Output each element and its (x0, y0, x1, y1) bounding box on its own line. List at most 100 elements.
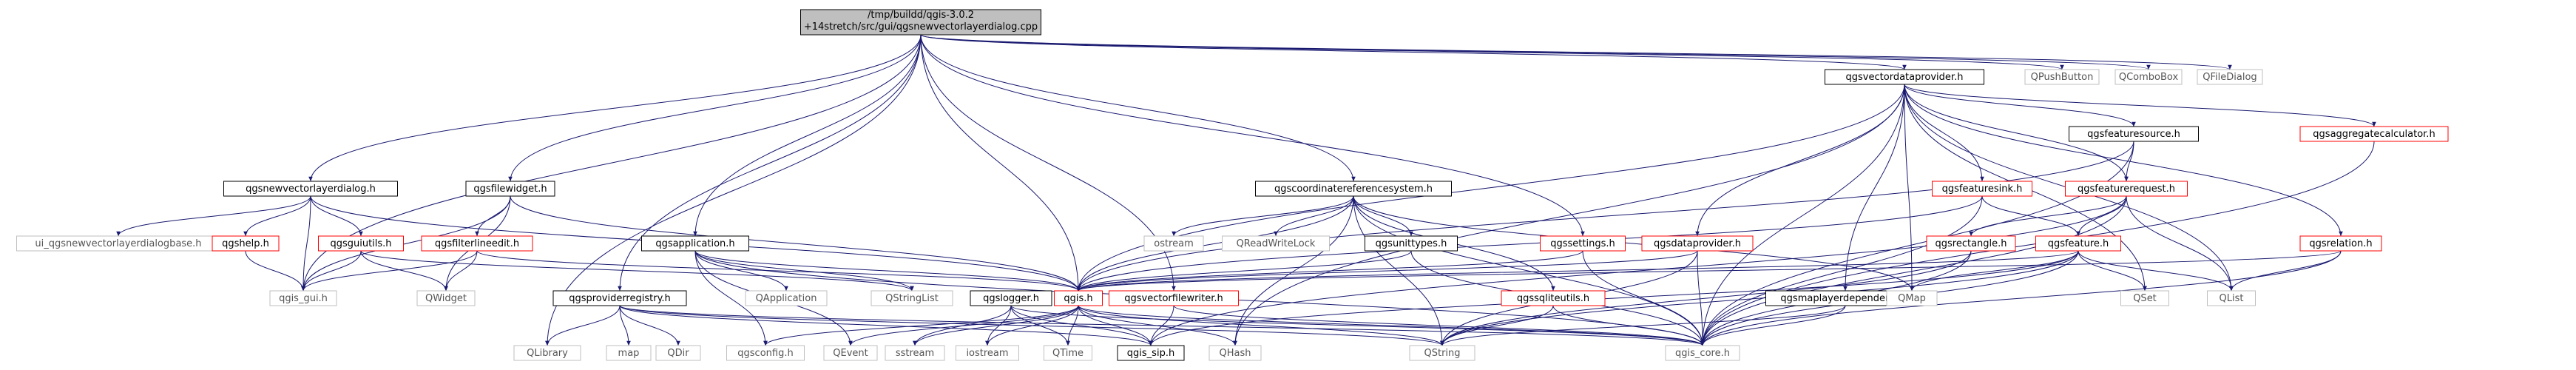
node-qlist-box (2207, 290, 2256, 306)
edge-qgscoordinatereferencesystem-to-qgis_core (1353, 195, 1705, 346)
node-map: map (606, 345, 652, 361)
node-qreadwritelock: QReadWriteLock (1222, 235, 1330, 252)
node-qgsrelation-label: qgsrelation.h (2309, 238, 2372, 249)
node-qmap-label: QMap (1898, 293, 1926, 304)
node-qdir-label: QDir (667, 348, 689, 359)
node-qgsproviderregistry[interactable]: qgsproviderregistry.h (552, 290, 687, 306)
edge-qgsvectordataprovider-to-qgsmaplayerdependency (1843, 84, 1905, 292)
edge-qgsvectordataprovider-to-qmap (1904, 84, 1914, 292)
node-qset: QSet (2120, 290, 2169, 306)
edge-qgsmaplayerdependency-to-qgis_core (1700, 305, 1846, 346)
node-qgsrectangle[interactable]: qgsrectangle.h (1926, 235, 2016, 252)
edge-qgsnewvectorlayerdialog-to-ui_qgsnewvectorlayerdialogbase (116, 195, 311, 237)
edge-qgsfeaturerequest-to-qgis_sip (1149, 195, 2127, 346)
node-qfiledialog-label: QFileDialog (2203, 72, 2256, 83)
node-qgsfeaturesource[interactable]: qgsfeaturesource.h (2069, 126, 2199, 142)
node-qgsfeaturesink[interactable]: qgsfeaturesink.h (1932, 181, 2032, 197)
node-qgsapplication-box (641, 235, 749, 252)
edge-qgis-to-qtime (1066, 305, 1079, 346)
node-qpushbutton-label: QPushButton (2031, 72, 2094, 83)
node-qgsunittypes-box (1365, 235, 1458, 252)
node-qgsunittypes-label: qgsunittypes.h (1376, 238, 1447, 249)
edge-qgslogger-to-qgis_core (1010, 305, 1705, 346)
node-qstringlist-label: QStringList (885, 293, 939, 304)
node-qgssettings-label: qgssettings.h (1550, 238, 1615, 249)
node-qset-label: QSet (2133, 293, 2157, 304)
node-sstream-label: sstream (896, 348, 934, 359)
node-qgsunittypes[interactable]: qgsunittypes.h (1365, 235, 1458, 252)
edge-qgslogger-to-sstream (913, 305, 1012, 346)
node-qgis_sip[interactable]: qgis_sip.h (1117, 345, 1185, 361)
node-qgsfeaturerequest-label: qgsfeaturerequest.h (2078, 184, 2175, 195)
node-qgsaggregatecalculator[interactable]: qgsaggregatecalculator.h (2299, 126, 2449, 142)
edge-qgsfeature-to-qstring (1440, 250, 2079, 346)
node-ostream: ostream (1143, 235, 1204, 252)
edge-qgsapplication-to-qstringlist (694, 250, 914, 292)
node-qgsguiutils[interactable]: qgsguiutils.h (318, 235, 404, 252)
edge-qgsproviderregistry-to-qgis_core (619, 305, 1705, 346)
edge-qgsmaplayerdependency-to-qstring (1440, 305, 1846, 346)
node-qgsvectordataprovider-box (1825, 69, 1984, 85)
edge-qgscoordinatereferencesystem-to-qmap (1353, 195, 1914, 292)
node-qgsfilterlineedit-label: qgsfilterlineedit.h (435, 238, 519, 249)
edge-qgis-to-qstring (1078, 305, 1444, 346)
node-qgsdataprovider[interactable]: qgsdataprovider.h (1641, 235, 1754, 252)
node-qgsproviderregistry-box (552, 290, 687, 306)
node-qgsfeaturerequest[interactable]: qgsfeaturerequest.h (2065, 181, 2188, 197)
node-qgsmaplayerdependency[interactable]: qgsmaplayerdependency.h (1765, 290, 1925, 306)
node-qgsfeaturesink-label: qgsfeaturesink.h (1942, 184, 2023, 195)
node-qgsfeaturesink-box (1932, 181, 2032, 197)
edge-qgis-to-qgsconfig (763, 305, 1079, 346)
node-qgsfilterlineedit[interactable]: qgsfilterlineedit.h (421, 235, 533, 252)
edge-qgsrelation-to-qgis_core (1700, 250, 2342, 346)
node-qgsvectorfilewriter-box (1109, 290, 1239, 306)
node-qgsrelation[interactable]: qgsrelation.h (2299, 235, 2382, 252)
edge-qgsfeaturesink-to-qgsfeature (1981, 195, 2080, 237)
edge-qgsfilewidget-to-qgis (510, 195, 1081, 292)
node-qgsvectordataprovider[interactable]: qgsvectordataprovider.h (1825, 69, 1984, 85)
node-qfiledialog-box (2197, 69, 2263, 85)
node-qgis_core: qgis_core.h (1665, 345, 1740, 361)
node-qgsvectorfilewriter[interactable]: qgsvectorfilewriter.h (1109, 290, 1239, 306)
node-qgslogger[interactable]: qgslogger.h (970, 290, 1052, 306)
node-qgsfilewidget-box (465, 181, 555, 197)
node-qgsnewvectorlayerdialog-label: qgsnewvectorlayerdialog.h (246, 184, 376, 195)
node-qgscoordinatereferencesystem-box (1255, 181, 1452, 197)
node-qgscoordinatereferencesystem[interactable]: qgscoordinatereferencesystem.h (1255, 181, 1452, 197)
edge-qgssettings-to-qgis_core (1582, 250, 1705, 346)
node-qpushbutton-box (2024, 69, 2100, 85)
edge-qgsrelation-to-qgis (1076, 250, 2342, 292)
node-qgssettings[interactable]: qgssettings.h (1540, 235, 1626, 252)
node-qgsfilewidget[interactable]: qgsfilewidget.h (465, 181, 555, 197)
edge-qgscoordinatereferencesystem-to-ostream (1172, 195, 1354, 237)
edge-root-to-qgis (920, 34, 1081, 292)
node-qgis_gui: qgis_gui.h (269, 290, 337, 306)
node-qreadwritelock-box (1222, 235, 1330, 252)
node-qdir: QDir (655, 345, 701, 361)
node-qgsnewvectorlayerdialog[interactable]: qgsnewvectorlayerdialog.h (223, 181, 398, 197)
node-qgshelp[interactable]: qgshelp.h (212, 235, 280, 252)
edge-qgsvectorfilewriter-to-qgis_core (1173, 305, 1705, 346)
node-qgsfeature[interactable]: qgsfeature.h (2035, 235, 2121, 252)
edge-qgsguiutils-to-qgis_gui (301, 250, 362, 292)
node-sstream: sstream (885, 345, 945, 361)
node-qgssqliteutils[interactable]: qgssqliteutils.h (1501, 290, 1606, 306)
node-qgsconfig: qgsconfig.h (726, 345, 805, 361)
edge-qgsfeature-to-qmap (1910, 250, 2079, 292)
edge-qgsfeaturesink-to-qgis (1076, 195, 1983, 292)
node-qgscoordinatereferencesystem-label: qgscoordinatereferencesystem.h (1274, 184, 1433, 195)
node-qlist: QList (2207, 290, 2256, 306)
edge-qgsvectordataprovider-to-qgsrelation (1904, 84, 2343, 237)
node-qtime: QTime (1044, 345, 1092, 361)
node-qgsapplication[interactable]: qgsapplication.h (641, 235, 749, 252)
node-root[interactable]: /tmp/buildd/qgis-3.0.2+14stretch/src/gui… (800, 9, 1041, 36)
node-iostream: iostream (956, 345, 1019, 361)
node-qmap-box (1886, 290, 1938, 306)
node-qhash-label: QHash (1220, 348, 1251, 359)
node-qgis[interactable]: qgis.h (1054, 290, 1103, 306)
node-qdir-box (655, 345, 701, 361)
edge-root-to-qgsproviderregistry (618, 34, 922, 292)
edge-qgsfeature-to-qgis (1076, 250, 2079, 292)
edge-qgsvectordataprovider-to-qgis (1076, 84, 1905, 292)
